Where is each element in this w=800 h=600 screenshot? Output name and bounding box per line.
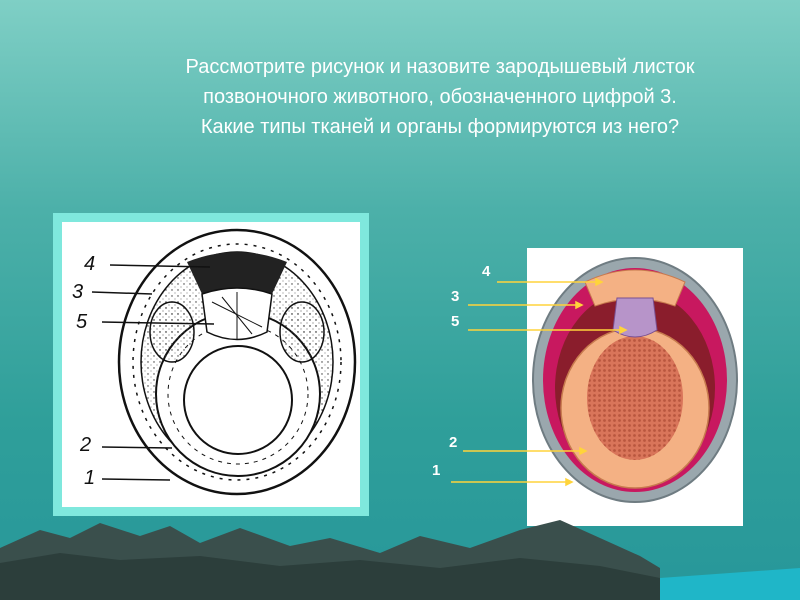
right-figure-panel <box>527 248 743 526</box>
left-label-2: 2 <box>80 434 92 456</box>
left-label-4: 4 <box>84 253 96 275</box>
right-label-3: 3 <box>451 288 460 305</box>
left-label-3: 3 <box>72 281 84 303</box>
right-label-2: 2 <box>449 434 458 451</box>
question-line-2: позвоночного животного, обозначенного ци… <box>203 86 677 108</box>
left-label-1: 1 <box>84 467 96 489</box>
embryo-line-drawing <box>91 228 357 496</box>
left-figure-panel: 4 3 5 2 1 <box>62 222 360 507</box>
embryo-color-drawing <box>532 257 738 503</box>
question-line-3: Какие типы тканей и органы формируются и… <box>200 116 680 138</box>
left-label-5: 5 <box>76 311 88 333</box>
right-label-4: 4 <box>482 263 491 280</box>
mountains-decoration <box>0 520 800 600</box>
question-line-1: Рассмотрите рисунок и назовите зародышев… <box>185 56 695 78</box>
right-label-5: 5 <box>451 313 460 330</box>
question-text: Рассмотрите рисунок и назовите зародышев… <box>100 52 780 142</box>
right-label-1: 1 <box>432 462 441 479</box>
